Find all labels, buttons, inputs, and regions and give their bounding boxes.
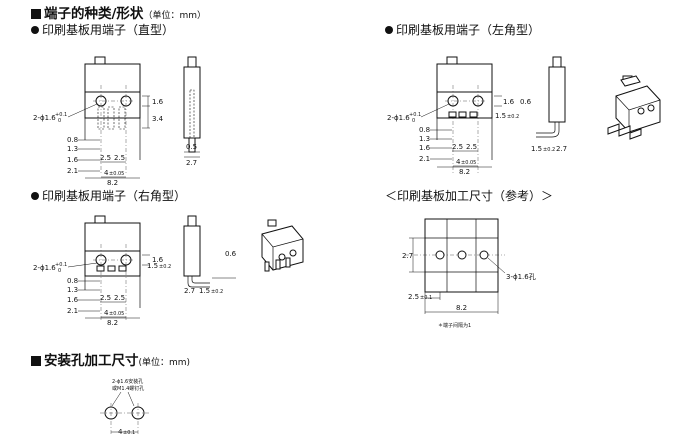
svg-text:2-ϕ1.6: 2-ϕ1.6 <box>387 114 410 122</box>
svg-text:±0.1: ±0.1 <box>420 295 432 301</box>
square-bullet-icon <box>31 356 41 366</box>
svg-text:0: 0 <box>412 118 415 124</box>
svg-text:1.6: 1.6 <box>419 144 431 152</box>
svg-text:0.8: 0.8 <box>67 277 78 285</box>
svg-text:±0.2: ±0.2 <box>543 147 555 153</box>
svg-text:0: 0 <box>58 118 61 124</box>
switch-body-front <box>84 63 141 93</box>
svg-text:±0.2: ±0.2 <box>211 289 223 295</box>
svg-text:+0.1: +0.1 <box>55 112 67 118</box>
svg-text:2.7: 2.7 <box>184 287 195 295</box>
pcb-hole-3 <box>479 250 489 260</box>
svg-text:+0.1: +0.1 <box>55 262 67 268</box>
svg-text:4: 4 <box>456 158 461 166</box>
svg-text:2.7: 2.7 <box>556 145 567 153</box>
svg-text:或M1.4螺钉孔: 或M1.4螺钉孔 <box>112 385 144 392</box>
square-bullet-icon <box>31 9 41 19</box>
dot-bullet-icon <box>31 26 39 34</box>
svg-text:1.6: 1.6 <box>503 98 515 106</box>
svg-text:1.5: 1.5 <box>147 262 158 270</box>
svg-text:8.2: 8.2 <box>107 179 118 187</box>
dot-bullet-icon <box>385 26 393 34</box>
svg-text:2-ϕ1.6安装孔: 2-ϕ1.6安装孔 <box>112 378 143 385</box>
svg-text:2.5: 2.5 <box>100 154 111 162</box>
svg-text:2.5: 2.5 <box>114 154 125 162</box>
svg-text:2-ϕ1.6: 2-ϕ1.6 <box>33 264 56 272</box>
isometric-switch <box>615 85 661 133</box>
svg-text:±0.1: ±0.1 <box>123 430 135 436</box>
svg-text:±0.2: ±0.2 <box>507 114 519 120</box>
svg-text:±0.05: ±0.05 <box>109 311 124 317</box>
svg-text:1.6: 1.6 <box>67 156 79 164</box>
dot-bullet-icon <box>31 192 39 200</box>
svg-text:2.1: 2.1 <box>67 167 78 175</box>
bent-terminal <box>187 276 210 288</box>
svg-text:1.3: 1.3 <box>67 145 78 153</box>
pcb-hole-2 <box>457 250 467 260</box>
pcb-hole-1 <box>435 250 445 260</box>
svg-text:2.7: 2.7 <box>186 159 197 167</box>
svg-text:2.5: 2.5 <box>100 294 111 302</box>
switch-body-side <box>548 66 566 123</box>
svg-text:8.2: 8.2 <box>107 319 118 327</box>
svg-text:2.7: 2.7 <box>402 252 413 260</box>
figure-title-right-angle: 印刷基板用端子（右角型） <box>31 187 186 204</box>
svg-text:2.5: 2.5 <box>114 294 125 302</box>
svg-text:＊端子间隔为1: ＊端子间隔为1 <box>438 322 471 329</box>
svg-text:±0.2: ±0.2 <box>159 264 171 270</box>
svg-text:+0.1: +0.1 <box>409 112 421 118</box>
isometric-actuator <box>267 219 277 227</box>
section-title-mounting-holes: 安装孔加工尺寸(单位：mm) <box>31 349 190 369</box>
svg-text:±0.05: ±0.05 <box>461 160 476 166</box>
svg-text:8.2: 8.2 <box>456 304 467 312</box>
svg-text:1.3: 1.3 <box>419 135 430 143</box>
svg-text:3.4: 3.4 <box>152 115 164 123</box>
svg-text:1.5: 1.5 <box>495 112 506 120</box>
unit-note: （单位：mm） <box>143 11 206 21</box>
svg-text:0.8: 0.8 <box>419 126 430 134</box>
svg-text:4: 4 <box>104 169 109 177</box>
svg-text:2.1: 2.1 <box>419 155 430 163</box>
svg-text:0.5: 0.5 <box>186 143 197 151</box>
figure-title-straight: 印刷基板用端子（直型） <box>31 21 174 38</box>
svg-text:1.3: 1.3 <box>67 286 78 294</box>
svg-text:4: 4 <box>118 428 123 436</box>
svg-text:4: 4 <box>104 309 109 317</box>
isometric-switch <box>261 225 304 271</box>
svg-text:1.6: 1.6 <box>67 296 79 304</box>
svg-text:2.5: 2.5 <box>466 143 477 151</box>
section-title-terminal-shapes: 端子的种类/形状（单位：mm） <box>31 2 206 22</box>
switch-body-front <box>436 63 493 93</box>
svg-text:1.6: 1.6 <box>152 98 164 106</box>
unit-note: (单位：mm) <box>138 358 191 368</box>
svg-text:±0.05: ±0.05 <box>109 171 124 177</box>
svg-text:2-ϕ1.6: 2-ϕ1.6 <box>33 114 56 122</box>
switch-body-front <box>84 222 141 252</box>
svg-text:2.1: 2.1 <box>67 307 78 315</box>
svg-text:1.5: 1.5 <box>199 287 210 295</box>
svg-text:8.2: 8.2 <box>459 168 470 176</box>
bent-terminal <box>536 122 556 134</box>
figure-title-pcb: ＜印刷基板加工尺寸（参考）＞ <box>385 189 554 203</box>
svg-text:1.6: 1.6 <box>152 256 164 264</box>
figure-title-left-angle: 印刷基板用端子（左角型） <box>385 21 540 38</box>
svg-text:3-ϕ1.6孔: 3-ϕ1.6孔 <box>506 273 536 281</box>
svg-text:1.5: 1.5 <box>531 145 542 153</box>
svg-text:0.6: 0.6 <box>520 98 532 106</box>
svg-text:0: 0 <box>58 268 61 274</box>
svg-text:0.6: 0.6 <box>225 250 237 258</box>
svg-text:2.5: 2.5 <box>452 143 463 151</box>
svg-text:2.5: 2.5 <box>408 293 419 301</box>
svg-text:0.8: 0.8 <box>67 136 78 144</box>
